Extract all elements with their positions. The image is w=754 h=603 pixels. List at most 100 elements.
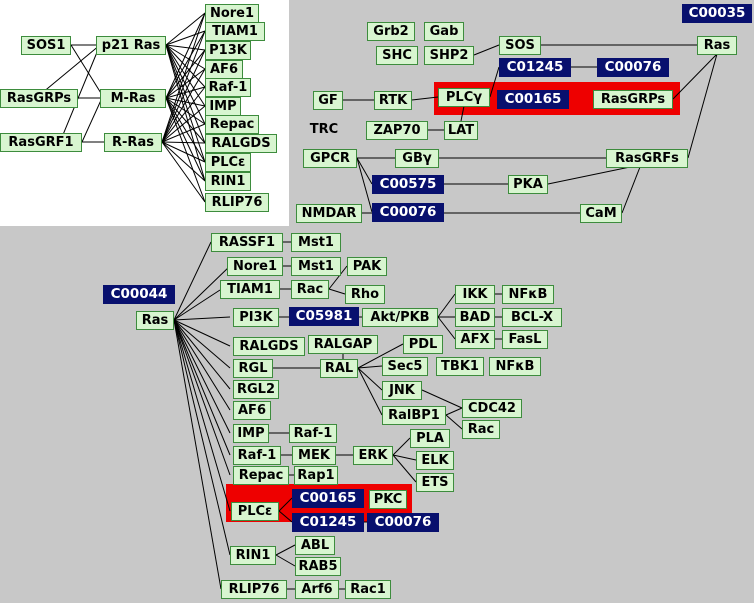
node-raf1-b: Raf-1: [289, 424, 337, 443]
node-ralgds-bottom: RALGDS: [233, 337, 305, 356]
node-ras-bottom: Ras: [136, 311, 174, 330]
node-elk: ELK: [416, 451, 454, 470]
node-rlip76-top: RLIP76: [205, 193, 269, 212]
node-plcg: PLCγ: [438, 88, 490, 107]
node-repac-bottom: Repac: [233, 466, 289, 485]
edge-line: [165, 68, 206, 99]
node-c00035: C00035: [682, 4, 752, 23]
edge-line: [328, 265, 348, 290]
edge-line: [165, 49, 206, 99]
node-pkc: PKC: [369, 490, 407, 509]
node-rassf1: RASSF1: [211, 233, 283, 252]
edge-line: [161, 68, 206, 143]
node-ras-top: Ras: [697, 36, 737, 55]
edge-line: [392, 454, 417, 461]
edge-line: [328, 288, 346, 295]
edge-line: [437, 316, 456, 340]
node-af6-bottom: AF6: [233, 401, 271, 420]
node-imp-bottom: IMP: [233, 424, 269, 443]
edge-line: [173, 319, 231, 390]
node-rab5: RAB5: [295, 557, 341, 576]
edge-line: [173, 265, 231, 321]
node-jnk: JNK: [382, 381, 422, 400]
node-p21ras: p21 Ras: [96, 36, 166, 55]
edge-line: [173, 319, 222, 590]
node-raf1-c: Raf-1: [233, 446, 281, 465]
edge-line: [161, 141, 206, 182]
node-ikk: IKK: [455, 285, 495, 304]
node-tiam1-bottom: TIAM1: [220, 280, 280, 299]
edge-line: [275, 544, 296, 556]
edge-line: [437, 293, 456, 318]
node-p13k-top: P13K: [205, 41, 251, 60]
node-gbg: GBγ: [395, 149, 439, 168]
edge-line: [165, 97, 206, 144]
node-rasgrf1: RasGRF1: [0, 133, 82, 152]
edge-line: [161, 86, 206, 143]
node-rgl: RGL: [233, 359, 273, 378]
node-nore1-top: Nore1: [205, 4, 259, 23]
edge-line: [356, 157, 373, 213]
node-raf1-top: Raf-1: [205, 78, 251, 97]
edge-line: [165, 30, 206, 46]
node-afx: AFX: [455, 330, 495, 349]
edge-line: [460, 105, 465, 122]
edge-line: [161, 49, 206, 143]
node-arf6: Arf6: [295, 580, 339, 599]
node-tbk1: TBK1: [436, 357, 484, 376]
edge-line: [473, 44, 500, 56]
node-c00575: C00575: [372, 175, 444, 194]
edge-line: [173, 319, 231, 411]
edge-line: [173, 241, 212, 321]
node-gab: Gab: [424, 22, 464, 41]
edge-line: [357, 367, 383, 416]
node-abl: ABL: [295, 536, 335, 555]
edge-line: [161, 105, 206, 143]
edge-line: [161, 12, 206, 143]
edge-line: [278, 497, 293, 512]
edge-line: [547, 166, 631, 185]
node-grb2: Grb2: [367, 22, 415, 41]
node-pla: PLA: [410, 429, 450, 448]
node-imp-top: IMP: [205, 97, 241, 116]
edge-line: [392, 437, 411, 456]
node-rac-b: Rac: [462, 420, 500, 439]
edge-line: [161, 123, 206, 143]
node-shc: SHC: [376, 46, 418, 65]
node-af6-top: AF6: [205, 60, 243, 79]
edge-line: [165, 44, 206, 182]
node-nore1-bottom: Nore1: [227, 257, 283, 276]
edge-line: [621, 166, 641, 214]
edge-line: [165, 97, 206, 125]
node-mst1-b: Mst1: [291, 257, 341, 276]
edge-line: [161, 141, 206, 163]
edge-line: [81, 97, 103, 143]
edge-line: [165, 30, 206, 99]
node-cam: CaM: [580, 204, 622, 223]
edge-line: [445, 414, 463, 430]
node-c00165-bottom: C00165: [292, 489, 364, 508]
node-cdc42: CDC42: [462, 399, 522, 418]
node-pka: PKA: [508, 175, 548, 194]
node-rasgrps-left: RasGRPs: [0, 89, 78, 108]
node-ral: RAL: [320, 359, 358, 378]
node-gf: GF: [313, 91, 343, 110]
node-nmdar: NMDAR: [296, 204, 362, 223]
node-rac1: Rac1: [345, 580, 391, 599]
node-ralgap: RALGAP: [308, 335, 378, 354]
edge-line: [445, 407, 463, 416]
edge-line: [173, 319, 231, 369]
node-rlip76-bottom: RLIP76: [221, 580, 287, 599]
node-rap1: Rap1: [294, 466, 338, 485]
node-rras: R-Ras: [104, 133, 162, 152]
node-nfkb-b: NFκB: [489, 357, 541, 376]
node-tiam1-top: TIAM1: [205, 22, 265, 41]
node-rin1-top: RIN1: [205, 172, 251, 191]
edge-line: [165, 44, 206, 51]
node-mst1-a: Mst1: [291, 233, 341, 252]
edge-line: [70, 44, 105, 99]
edge-line: [357, 365, 383, 369]
node-gpcr: GPCR: [303, 149, 357, 168]
node-pi3k: PI3K: [233, 308, 279, 327]
